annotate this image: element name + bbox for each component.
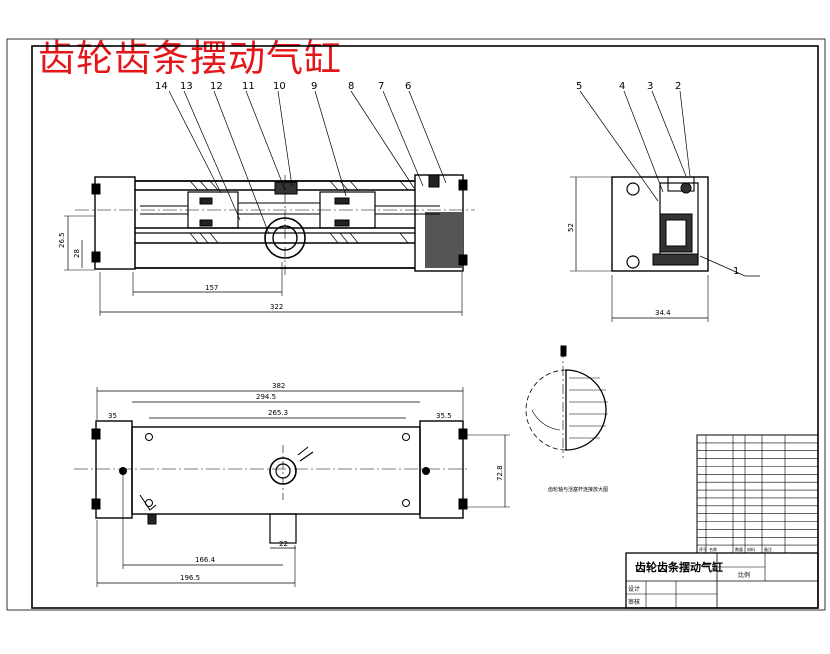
plan-dimension-labels: 382 294.5 265.3 35 35.5 72.8 22 166.4 19… bbox=[108, 382, 504, 582]
dim-plan-right-end: 35.5 bbox=[436, 412, 452, 420]
part-callout-10: 10 bbox=[273, 81, 286, 92]
part-callout-7: 7 bbox=[378, 81, 384, 92]
front-dimension-labels: 322 157 26.5 28 bbox=[58, 232, 283, 311]
part-callout-2: 2 bbox=[675, 81, 681, 92]
dim-front-inner: 157 bbox=[205, 284, 218, 292]
part-callout-3: 3 bbox=[647, 81, 653, 92]
title-block bbox=[625, 552, 819, 609]
parts-header-3: 材料 bbox=[747, 546, 755, 552]
side-dimension-labels: 52 34.4 bbox=[567, 223, 671, 317]
parts-header-2: 数量 bbox=[735, 546, 743, 552]
detail-caption: 齿轮轴与活塞杆连接放大图 bbox=[548, 486, 608, 493]
parts-header-1: 名称 bbox=[709, 546, 717, 552]
dim-plan-bottom-1: 166.4 bbox=[195, 556, 216, 564]
dim-plan-total: 382 bbox=[272, 382, 285, 390]
detail-view bbox=[525, 345, 608, 458]
dim-plan-bottom-2: 196.5 bbox=[180, 574, 200, 582]
part-callout-6: 6 bbox=[405, 81, 411, 92]
parts-header-4: 备注 bbox=[764, 546, 772, 552]
part-callout-4: 4 bbox=[619, 81, 625, 92]
dim-plan-span: 294.5 bbox=[256, 393, 276, 401]
part-callout-14: 14 bbox=[155, 81, 168, 92]
part-callout-12: 12 bbox=[210, 81, 223, 92]
dim-plan-inner: 265.3 bbox=[268, 409, 288, 417]
dim-front-pitch: 28 bbox=[73, 249, 81, 258]
part-callout-13: 13 bbox=[180, 81, 193, 92]
parts-list-table bbox=[696, 434, 819, 554]
dim-side-height: 52 bbox=[567, 223, 575, 232]
callout-leaders bbox=[168, 90, 760, 277]
part-callout-11: 11 bbox=[242, 81, 255, 92]
drawing-frame bbox=[6, 38, 826, 611]
part-callout-8: 8 bbox=[348, 81, 354, 92]
dim-plan-left-end: 35 bbox=[108, 412, 117, 420]
side-view bbox=[570, 176, 709, 322]
dim-side-width: 34.4 bbox=[655, 309, 671, 317]
part-callout-5: 5 bbox=[576, 81, 582, 92]
part-callout-9: 9 bbox=[311, 81, 317, 92]
front-section-view bbox=[64, 174, 475, 316]
dim-plan-height: 72.8 bbox=[496, 465, 504, 481]
title-block-check: 审核 bbox=[628, 598, 640, 606]
parts-header-0: 序号 bbox=[699, 546, 707, 552]
title-block-name: 齿轮齿条摆动气缸 bbox=[635, 560, 723, 574]
plan-view bbox=[74, 387, 510, 587]
title-block-scale: 比例 bbox=[738, 571, 750, 579]
dim-front-total: 322 bbox=[270, 303, 283, 311]
dim-plan-shaft: 22 bbox=[279, 540, 288, 548]
title-block-design: 设计 bbox=[628, 585, 640, 593]
part-callout-1: 1 bbox=[733, 266, 739, 277]
dim-front-height: 26.5 bbox=[58, 232, 66, 248]
